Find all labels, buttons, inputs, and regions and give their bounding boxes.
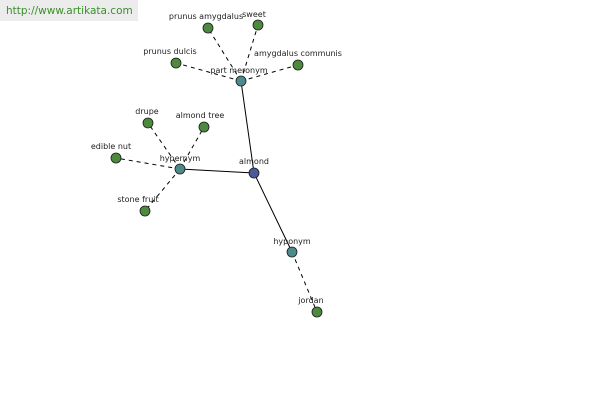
- edge-part-meronym-sweet: [240, 24, 259, 82]
- label-drupe[interactable]: drupe: [135, 107, 159, 116]
- label-prunus-dulcis[interactable]: prunus dulcis: [143, 47, 196, 56]
- edge-almond-hyponym: [253, 172, 293, 253]
- node-stone-fruit[interactable]: [139, 205, 151, 217]
- label-edible-nut[interactable]: edible nut: [91, 142, 131, 151]
- label-prunus-amygdalus[interactable]: prunus amygdalus: [169, 12, 243, 21]
- edge-hypernym-edible-nut: [115, 157, 181, 170]
- nodes-layer: [110, 19, 323, 318]
- site-url-link[interactable]: http://www.artikata.com: [6, 5, 133, 17]
- edge-part-meronym-prunus-dulcis: [175, 62, 242, 82]
- node-almond[interactable]: [248, 167, 260, 179]
- labels-layer: almond part meronym hypernym hyponym prunus …: [91, 10, 342, 305]
- node-jordan[interactable]: [311, 306, 323, 318]
- label-hypernym[interactable]: hypernym: [160, 154, 201, 163]
- edges-layer: [115, 24, 318, 313]
- edge-almond-hypernym: [179, 168, 255, 174]
- edge-hypernym-stone-fruit: [144, 168, 181, 212]
- edge-hypernym-almond-tree: [179, 126, 205, 170]
- label-sweet[interactable]: sweet: [242, 10, 266, 19]
- edge-hypernym-drupe: [147, 122, 181, 170]
- node-amygdalus-communis[interactable]: [292, 59, 304, 71]
- node-edible-nut[interactable]: [110, 152, 122, 164]
- url-banner: http://www.artikata.com: [0, 0, 138, 21]
- node-drupe[interactable]: [142, 117, 154, 129]
- node-prunus-dulcis[interactable]: [170, 57, 182, 69]
- edge-part-meronym-prunus-amygdalus: [207, 27, 242, 82]
- edge-almond-part-meronym: [240, 80, 255, 174]
- node-almond-tree[interactable]: [198, 121, 210, 133]
- node-hypernym[interactable]: [174, 163, 186, 175]
- node-part-meronym[interactable]: [235, 75, 247, 87]
- label-almond[interactable]: almond: [239, 157, 269, 166]
- label-almond-tree[interactable]: almond tree: [176, 111, 225, 120]
- node-prunus-amygdalus[interactable]: [202, 22, 214, 34]
- label-amygdalus-communis[interactable]: amygdalus communis: [254, 49, 342, 58]
- node-sweet[interactable]: [252, 19, 264, 31]
- label-stone-fruit[interactable]: stone fruit: [117, 195, 158, 204]
- edge-hyponym-jordan: [291, 251, 318, 313]
- label-part-meronym[interactable]: part meronym: [210, 66, 267, 75]
- edge-part-meronym-amygdalus-communis: [240, 64, 299, 82]
- node-hyponym[interactable]: [286, 246, 298, 258]
- label-hyponym[interactable]: hyponym: [273, 237, 311, 246]
- label-jordan[interactable]: jordan: [297, 296, 323, 305]
